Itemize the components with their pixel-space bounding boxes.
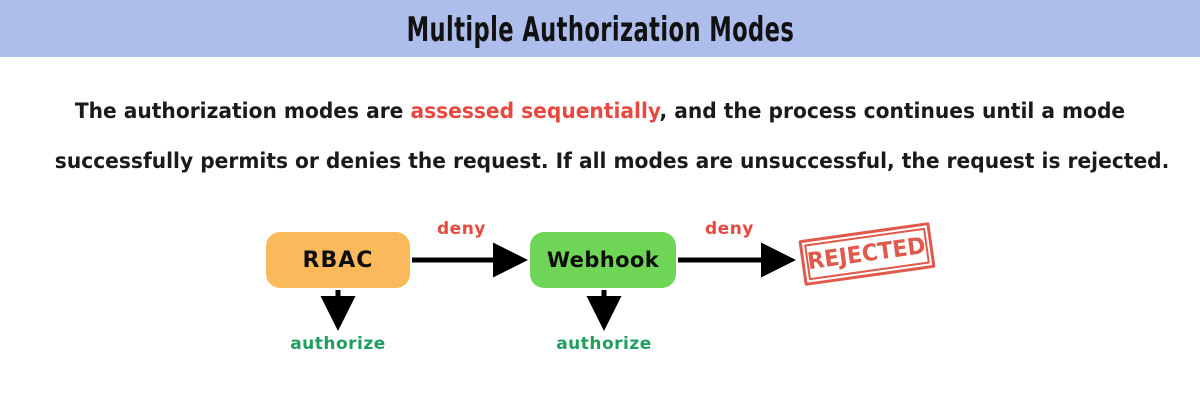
authorization-flow-diagram: RBAC Webhook deny deny authorize authori… — [0, 196, 1200, 400]
page-header-banner: Multiple Authorization Modes — [0, 0, 1200, 57]
description-line-2: successfully permits or denies the reque… — [54, 149, 1170, 174]
flow-node-rbac[interactable]: RBAC — [266, 232, 410, 288]
edge-label-authorize-rbac: authorize — [290, 334, 386, 354]
description-line-1: The authorization modes are assessed seq… — [55, 87, 1145, 137]
description-line-1-post: , and the process continues until a mode — [659, 99, 1126, 124]
description-line-1-pre: The authorization modes are — [74, 99, 411, 124]
description-paragraph: The authorization modes are assessed seq… — [20, 57, 1180, 187]
flow-node-webhook[interactable]: Webhook — [530, 232, 676, 288]
flow-arrows — [320, 242, 797, 332]
edge-label-deny-webhook: deny — [705, 219, 754, 239]
description-highlight: assessed sequentially — [410, 99, 660, 124]
edge-label-deny-rbac: deny — [437, 219, 486, 239]
edge-label-authorize-webhook: authorize — [556, 334, 652, 354]
page-title: Multiple Authorization Modes — [406, 8, 794, 49]
